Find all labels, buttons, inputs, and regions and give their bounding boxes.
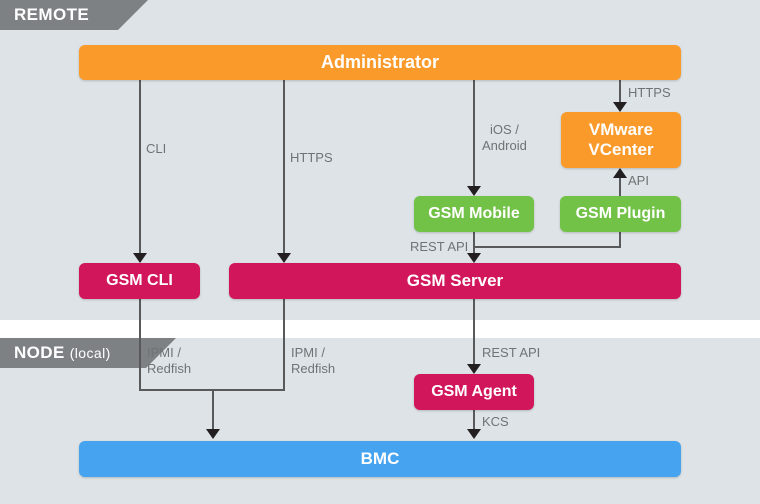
- edge-admin-to-gsm-mobile: [473, 80, 475, 188]
- edge-gsm-plugin-drop: [619, 232, 621, 248]
- edge-label-https-vcenter: HTTPS: [628, 85, 671, 100]
- edge-label-ipmi-redfish-server: IPMI / Redfish: [291, 345, 336, 377]
- edge-label-https-server: HTTPS: [290, 150, 333, 165]
- node-gsm-mobile-label: GSM Mobile: [428, 204, 520, 222]
- section-tag-node: NODE (local): [0, 338, 176, 368]
- edge-label-ios-android: iOS / Android: [482, 122, 527, 154]
- node-gsm-plugin-label: GSM Plugin: [575, 204, 666, 222]
- edge-agent-to-bmc: [473, 410, 475, 431]
- section-tag-remote-label: REMOTE: [14, 5, 90, 24]
- node-gsm-plugin[interactable]: GSM Plugin: [560, 196, 681, 232]
- edge-label-rest-api-agent: REST API: [482, 345, 541, 360]
- node-administrator-label: Administrator: [320, 52, 439, 73]
- edge-label-cli: CLI: [146, 141, 167, 156]
- edge-server-to-agent: [473, 299, 475, 366]
- arrowhead-admin-to-gsm-mobile: [467, 186, 481, 196]
- arrowhead-agent-to-bmc: [467, 429, 481, 439]
- node-gsm-agent-label: GSM Agent: [431, 382, 517, 400]
- node-gsm-server[interactable]: GSM Server: [229, 263, 681, 299]
- edge-admin-to-gsm-server: [283, 80, 285, 255]
- arrowhead-plugin-to-vcenter: [613, 168, 627, 178]
- edge-label-kcs: KCS: [482, 414, 509, 429]
- node-vmware-vcenter[interactable]: VMware VCenter: [561, 112, 681, 168]
- arrowhead-admin-to-gsm-cli: [133, 253, 147, 263]
- edge-admin-to-gsm-cli: [139, 80, 141, 255]
- node-gsm-server-label: GSM Server: [406, 271, 504, 291]
- arrowhead-server-to-agent: [467, 364, 481, 374]
- node-gsm-cli[interactable]: GSM CLI: [79, 263, 200, 299]
- arrowhead-ipmi-to-bmc: [206, 429, 220, 439]
- node-vmware-vcenter-label: VMware VCenter: [588, 120, 654, 159]
- edge-label-rest-api-server: REST API: [410, 239, 469, 254]
- node-gsm-agent[interactable]: GSM Agent: [414, 374, 534, 410]
- node-bmc-label: BMC: [360, 449, 400, 469]
- section-tag-node-label: NODE: [14, 343, 65, 362]
- edge-gsm-server-drop-left: [283, 299, 285, 391]
- node-gsm-mobile[interactable]: GSM Mobile: [414, 196, 534, 232]
- arrowhead-admin-to-gsm-server: [277, 253, 291, 263]
- edge-label-api: API: [628, 173, 649, 188]
- edge-ipmi-to-bmc: [212, 389, 214, 431]
- edge-plugin-to-server-horizontal: [473, 246, 621, 248]
- section-tag-node-sublabel: (local): [69, 345, 111, 361]
- node-gsm-cli-label: GSM CLI: [106, 271, 173, 289]
- edge-label-ipmi-redfish-cli: IPMI / Redfish: [147, 345, 192, 377]
- edge-gsm-cli-drop: [139, 299, 141, 391]
- arrowhead-admin-to-vcenter: [613, 102, 627, 112]
- edge-admin-to-vcenter: [619, 80, 621, 104]
- node-administrator[interactable]: Administrator: [79, 45, 681, 80]
- edge-gsm-mobile-drop: [473, 232, 475, 256]
- edge-plugin-to-vcenter: [619, 178, 621, 200]
- arrowhead-to-gsm-server: [467, 253, 481, 263]
- node-bmc[interactable]: BMC: [79, 441, 681, 477]
